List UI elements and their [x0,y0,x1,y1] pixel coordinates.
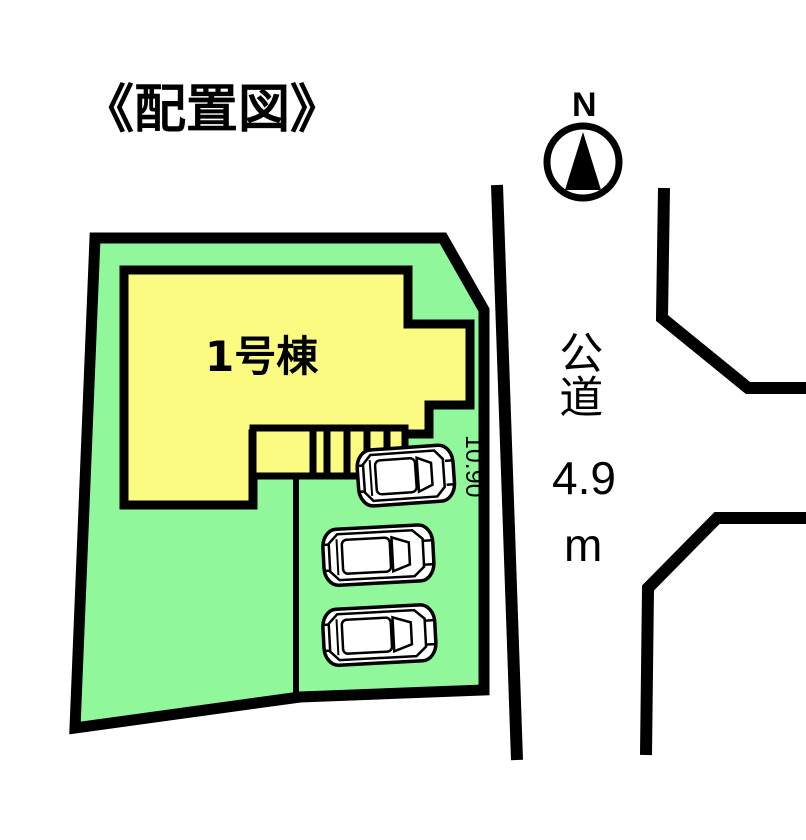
frontage-dimension-label: 10.90 [460,435,488,498]
road-far-edge-lower [640,512,806,756]
building-group [119,265,475,510]
road-width-value: 4.9 [552,452,616,504]
page-title: 《配置図》 [82,80,343,140]
car-top-view-icon-1 [355,443,457,508]
car-top-view-icon-3 [321,603,438,667]
car-top-view-icon-2 [321,523,436,587]
entrance-porch [249,424,319,480]
building-label: 1号棟 [205,332,319,381]
north-arrow-icon [543,122,623,202]
road-name-label: 公道 [551,330,603,418]
parking-area [321,443,457,667]
building-footprint [119,265,475,510]
road-width-unit: m [564,519,603,571]
north-label: N [572,86,597,124]
road-boundaries [491,184,806,761]
road-far-edge-upper [655,187,806,394]
road-near-edge [491,184,523,761]
